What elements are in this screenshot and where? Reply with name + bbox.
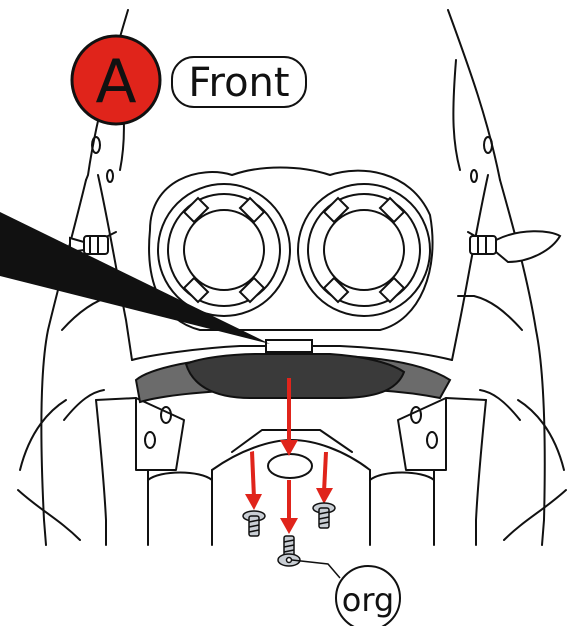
red-down-arrow-icon — [245, 451, 262, 510]
view-label-box: Front — [171, 56, 307, 108]
red-down-arrow-icon — [280, 378, 298, 456]
screw-label-circle: org — [335, 565, 401, 626]
org-leader-line — [291, 559, 341, 579]
right-turn-signal — [469, 230, 562, 264]
torx-screw-icon — [242, 510, 266, 537]
step-badge: A — [70, 34, 162, 126]
pointer-wedge — [0, 212, 270, 344]
red-down-arrow-icon — [280, 480, 298, 534]
screw-label: org — [342, 581, 394, 619]
red-down-arrow-icon — [316, 452, 333, 504]
instrument-cover-part — [134, 353, 452, 404]
view-label: Front — [188, 60, 289, 106]
torx-screw-icon — [277, 535, 301, 567]
step-letter: A — [95, 47, 136, 117]
headlight-assembly — [148, 166, 434, 353]
torx-screw-icon — [312, 502, 336, 529]
red-arrows — [245, 378, 333, 534]
